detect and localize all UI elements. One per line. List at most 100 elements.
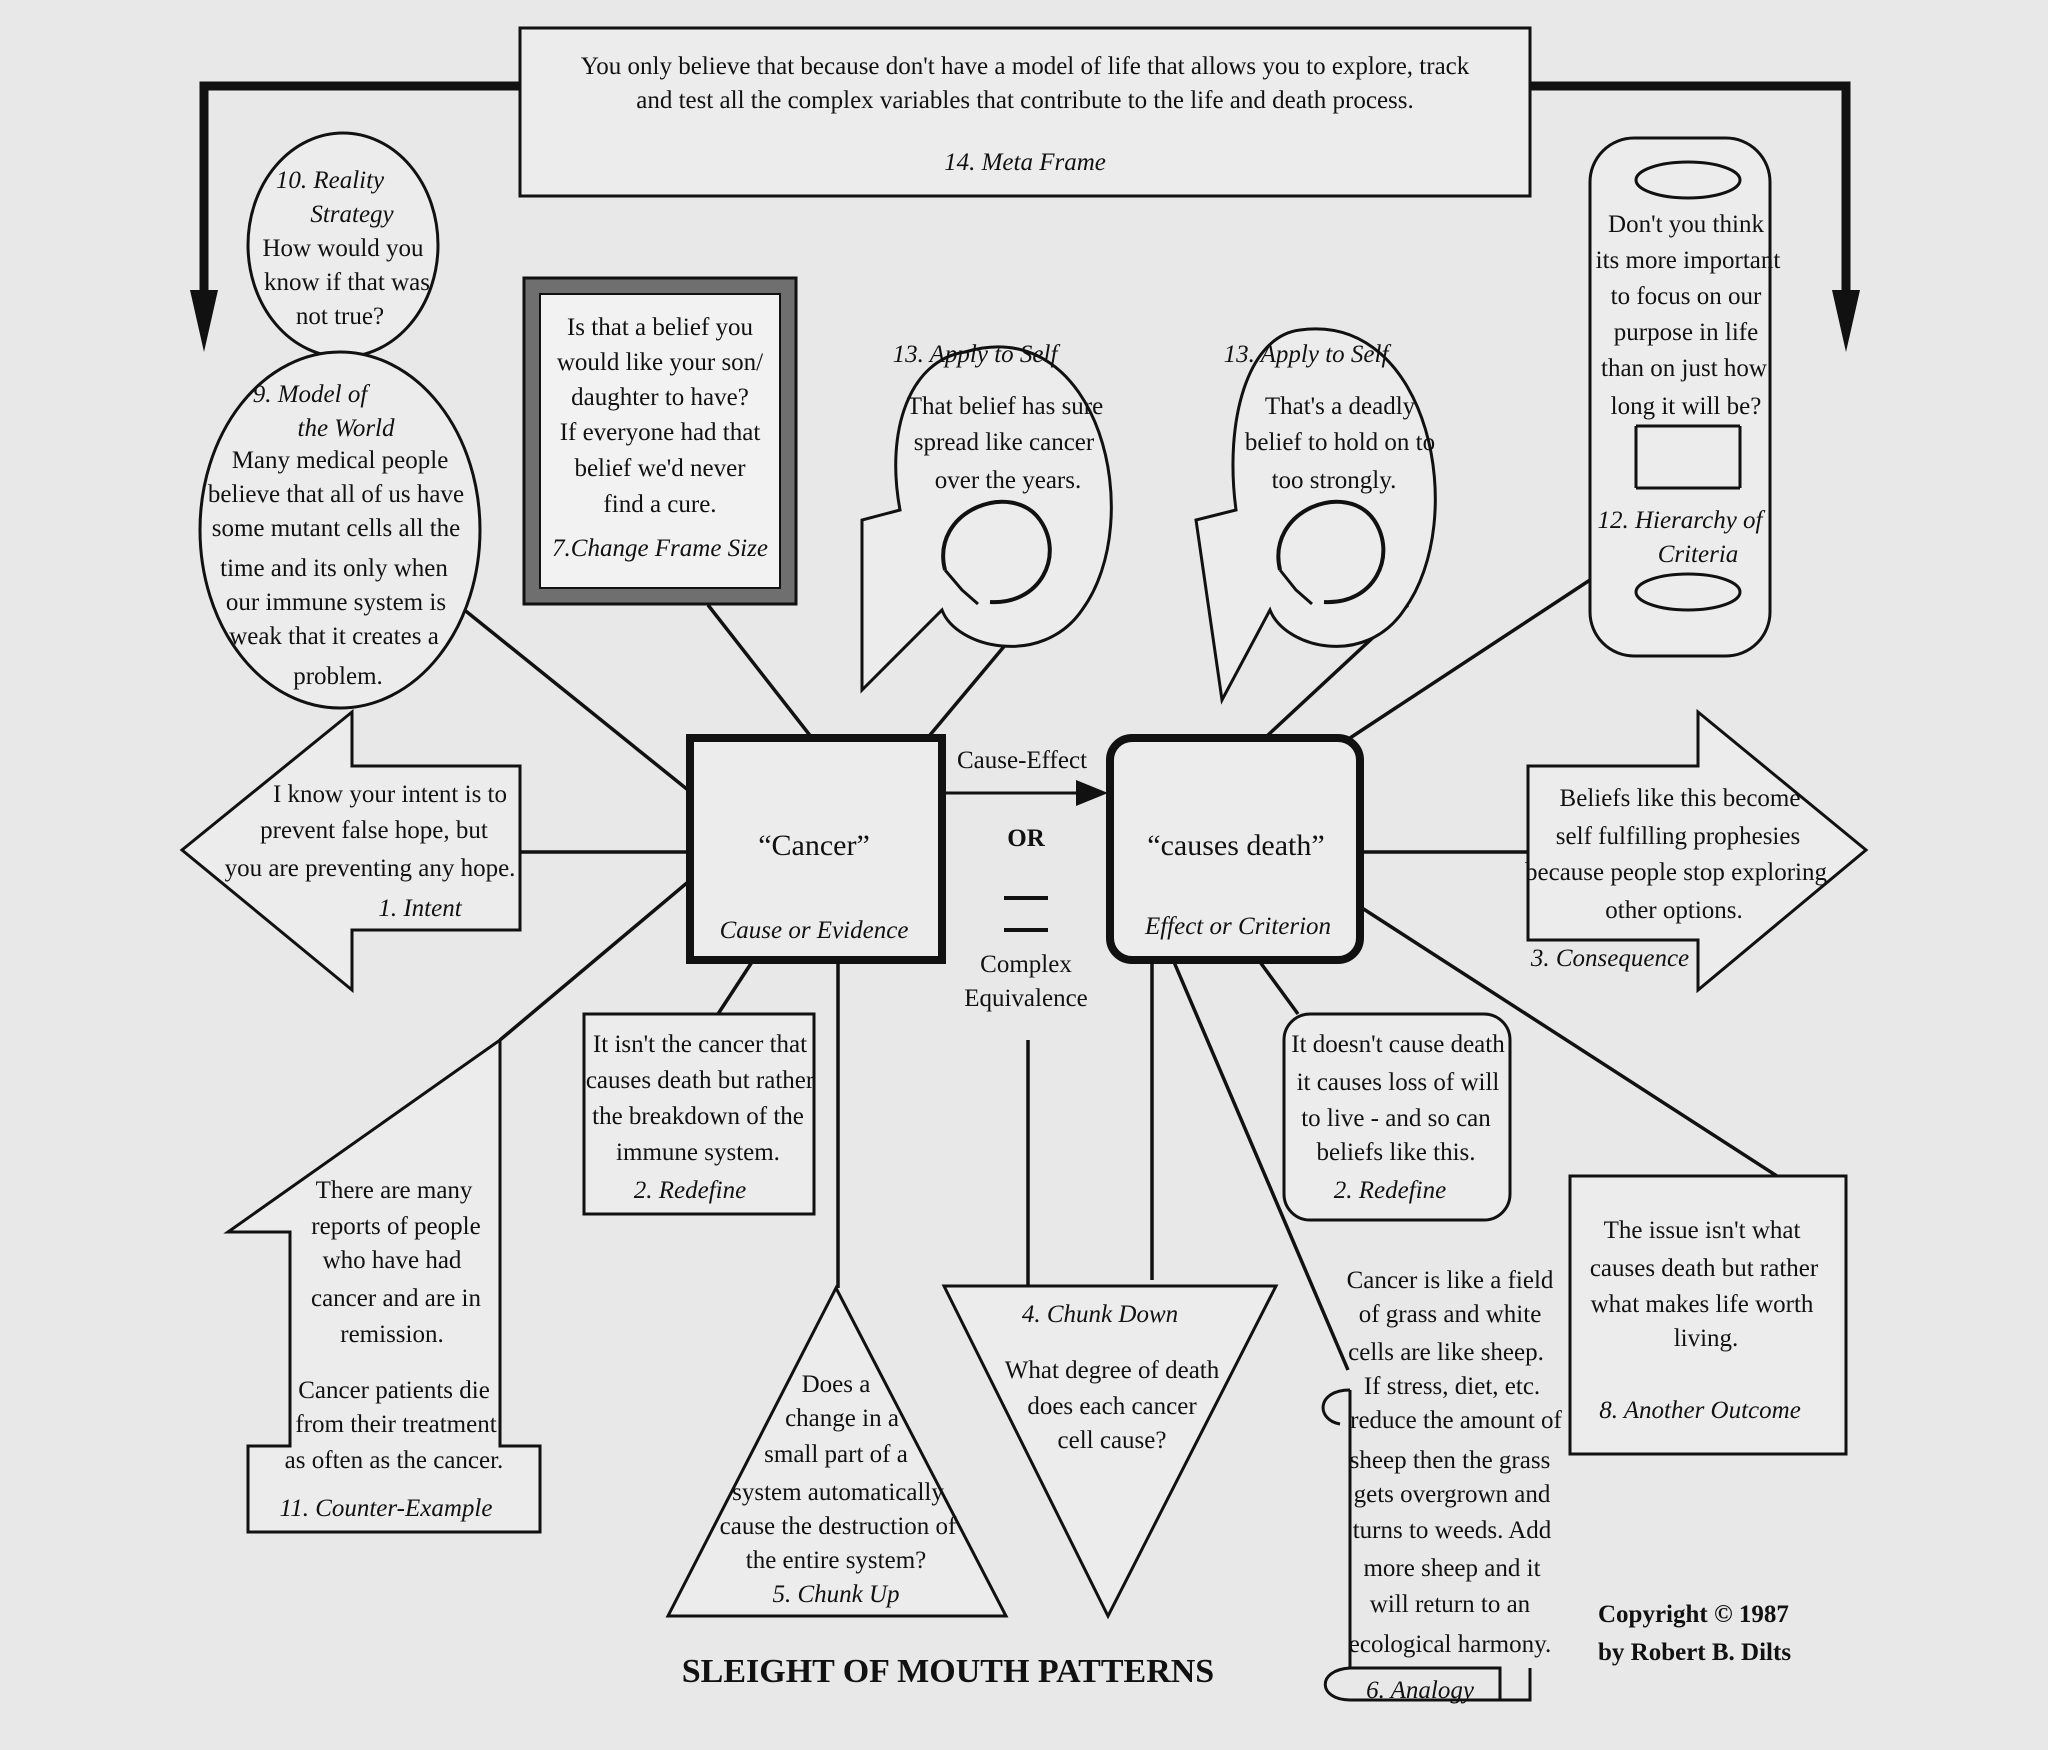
meta-frame-arrow-left bbox=[199, 81, 522, 308]
intent-label: 1. Intent bbox=[378, 895, 462, 922]
consequence-group: Beliefs like this become self fulfilling… bbox=[1525, 708, 1869, 994]
counter-example-text-8: as often as the cancer. bbox=[285, 1447, 504, 1474]
change-frame-size-text-3: daughter to have? bbox=[571, 384, 749, 411]
chunk-up-text-2: change in a bbox=[785, 1405, 899, 1432]
change-frame-size-label: 7.Change Frame Size bbox=[552, 535, 768, 562]
another-outcome-text-2: causes death but rather bbox=[1590, 1255, 1819, 1282]
analogy-text-5: reduce the amount of bbox=[1350, 1407, 1562, 1434]
redefine-2-text-2: it causes loss of will bbox=[1297, 1069, 1500, 1096]
reality-strategy-label-2: Strategy bbox=[310, 201, 394, 228]
connector-change-frame-size bbox=[706, 603, 814, 740]
analogy-text-3: cells are like sheep. bbox=[1348, 1339, 1544, 1366]
apply-to-self-2-label: 13. Apply to Self bbox=[1224, 341, 1392, 368]
reality-strategy-text-1: How would you bbox=[262, 235, 424, 262]
consequence-arrow-shape bbox=[1526, 708, 1869, 994]
apply-to-self-1-loop-tail bbox=[943, 569, 979, 606]
or-label: OR bbox=[1007, 825, 1045, 852]
apply-to-self-1-text-1: That belief has sure bbox=[907, 393, 1103, 420]
counter-example-text-6: Cancer patients die bbox=[298, 1377, 490, 1404]
connector-another-outcome bbox=[1361, 906, 1781, 1180]
apply-to-self-1-text-2: spread like cancer bbox=[914, 429, 1095, 456]
chunk-up-text-3: small part of a bbox=[764, 1441, 908, 1468]
meta-frame-text-1: You only believe that because don't have… bbox=[581, 53, 1470, 80]
redefine-1-text-4: immune system. bbox=[616, 1139, 780, 1166]
intent-text-1: I know your intent is to bbox=[273, 781, 507, 808]
redefine-1-text-3: the breakdown of the bbox=[592, 1103, 804, 1130]
hierarchy-scroll-bottom-roll bbox=[1634, 572, 1742, 612]
change-frame-size-group: Is that a belief you would like your son… bbox=[522, 276, 798, 606]
hierarchy-label-1: 12. Hierarchy of bbox=[1597, 507, 1765, 534]
apply-to-self-2-shape bbox=[1194, 327, 1437, 705]
counter-example-text-1: There are many bbox=[316, 1177, 473, 1204]
hierarchy-label-2: Criteria bbox=[1658, 541, 1739, 568]
counter-example-text-4: cancer and are in bbox=[311, 1285, 482, 1312]
connector-model-of-world bbox=[460, 606, 690, 792]
meta-frame-text-2: and test all the complex variables that … bbox=[636, 87, 1414, 114]
diagram-title: SLEIGHT OF MOUTH PATTERNS bbox=[682, 1653, 1214, 1690]
hierarchy-text-5: than on just how bbox=[1601, 355, 1767, 382]
consequence-text-2: self fulfilling prophesies bbox=[1556, 823, 1800, 850]
model-of-world-label-1: 9. Model of bbox=[253, 381, 371, 408]
chunk-up-text-5: cause the destruction of bbox=[720, 1513, 957, 1540]
reality-strategy-label-1: 10. Reality bbox=[276, 167, 385, 194]
model-of-world-text-2: believe that all of us have bbox=[208, 481, 464, 508]
analogy-text-6: sheep then the grass bbox=[1350, 1447, 1551, 1474]
model-of-world-ellipse bbox=[198, 350, 482, 710]
redefine-1-text-1: It isn't the cancer that bbox=[593, 1031, 807, 1058]
cause-word: “Cancer” bbox=[758, 829, 870, 862]
analogy-text-9: more sheep and it bbox=[1363, 1555, 1540, 1582]
hierarchy-scroll-body bbox=[1588, 136, 1772, 658]
connector-lines bbox=[460, 578, 1781, 1371]
chunk-down-text-2: does each cancer bbox=[1027, 1393, 1197, 1420]
complex-equivalence-label-2: Equivalence bbox=[964, 985, 1088, 1012]
chunk-up-text-6: the entire system? bbox=[746, 1547, 927, 1574]
apply-to-self-1-group: 13. Apply to Self That belief has sure s… bbox=[860, 341, 1113, 694]
redefine-2-box bbox=[1282, 1012, 1512, 1222]
counter-example-text-2: reports of people bbox=[311, 1213, 480, 1240]
reality-strategy-group: 10. Reality Strategy How would you know … bbox=[246, 131, 440, 359]
chunk-down-group: 4. Chunk Down What degree of death does … bbox=[941, 1284, 1279, 1620]
counter-example-text-5: remission. bbox=[340, 1321, 443, 1348]
cause-effect-label: Cause-Effect bbox=[957, 747, 1087, 774]
chunk-down-text-3: cell cause? bbox=[1058, 1427, 1167, 1454]
redefine-1-text-2: causes death but rather bbox=[586, 1067, 815, 1094]
hierarchy-of-criteria-group: Don't you think its more important to fo… bbox=[1588, 136, 1781, 658]
connector-counter-example bbox=[498, 880, 690, 1042]
change-frame-size-text-1: Is that a belief you bbox=[567, 314, 754, 341]
apply-to-self-2-text-2: belief to hold on to bbox=[1245, 429, 1435, 456]
model-of-world-text-6: weak that it creates a bbox=[229, 623, 439, 650]
analogy-text-11: ecological harmony. bbox=[1349, 1631, 1551, 1658]
meta-frame-arrow-right bbox=[1530, 81, 1851, 308]
meta-frame-arrowhead-left bbox=[190, 290, 218, 352]
analogy-text-4: If stress, diet, etc. bbox=[1364, 1373, 1540, 1400]
analogy-scroll-curl-bottom bbox=[1323, 1666, 1500, 1702]
hierarchy-text-4: purpose in life bbox=[1614, 319, 1758, 346]
apply-to-self-2-text-3: too strongly. bbox=[1272, 467, 1397, 494]
effect-box bbox=[1106, 734, 1364, 964]
analogy-text-7: gets overgrown and bbox=[1354, 1481, 1551, 1508]
effect-label: Effect or Criterion bbox=[1144, 913, 1331, 940]
counter-example-text-3: who have had bbox=[323, 1247, 462, 1274]
consequence-text-1: Beliefs like this become bbox=[1560, 785, 1801, 812]
model-of-world-text-3: some mutant cells all the bbox=[212, 515, 461, 542]
hierarchy-text-2: its more important bbox=[1596, 247, 1781, 274]
copyright-line-2: by Robert B. Dilts bbox=[1598, 1639, 1791, 1666]
connector-analogy bbox=[1172, 961, 1350, 1371]
connector-hierarchy bbox=[1349, 578, 1591, 740]
model-of-world-group: 9. Model of the World Many medical peopl… bbox=[198, 350, 482, 710]
change-frame-size-inner-box bbox=[539, 293, 781, 589]
another-outcome-text-4: living. bbox=[1674, 1325, 1739, 1352]
cause-effect-arrowhead bbox=[1076, 780, 1108, 806]
hierarchy-text-6: long it will be? bbox=[1611, 393, 1762, 420]
intent-text-2: prevent false hope, but bbox=[260, 817, 488, 844]
chunk-up-text-4: system automatically bbox=[732, 1479, 944, 1506]
chunk-down-label: 4. Chunk Down bbox=[1022, 1301, 1178, 1328]
redefine-2-text-4: beliefs like this. bbox=[1317, 1139, 1476, 1166]
analogy-label: 6. Analogy bbox=[1366, 1677, 1475, 1704]
apply-to-self-2-group: 13. Apply to Self That's a deadly belief… bbox=[1194, 327, 1437, 705]
hierarchy-text-1: Don't you think bbox=[1608, 211, 1764, 238]
chunk-up-text-1: Does a bbox=[802, 1371, 871, 1398]
apply-to-self-2-text-1: That's a deadly bbox=[1265, 393, 1416, 420]
change-frame-size-text-2: would like your son/ bbox=[557, 349, 763, 376]
analogy-text-2: of grass and white bbox=[1359, 1301, 1542, 1328]
